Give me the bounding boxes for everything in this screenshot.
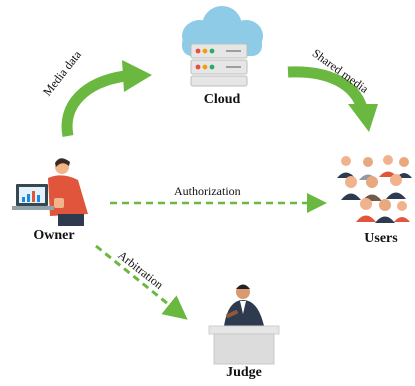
cloud-label: Cloud [203, 92, 241, 107]
owner-laptop-icon [12, 158, 88, 226]
arrow-owner-to-judge [95, 244, 188, 320]
arrow-cloud-to-users [287, 66, 378, 132]
arrow-owner-to-cloud [61, 60, 152, 138]
owner-label: Owner [33, 228, 75, 243]
authorization-label: Authorization [174, 184, 241, 198]
users-label: Users [364, 231, 398, 246]
judge-label: Judge [226, 365, 262, 380]
cloud-server-icon [182, 6, 263, 87]
users-group-icon [337, 155, 412, 223]
judge-gavel-icon [208, 284, 280, 365]
